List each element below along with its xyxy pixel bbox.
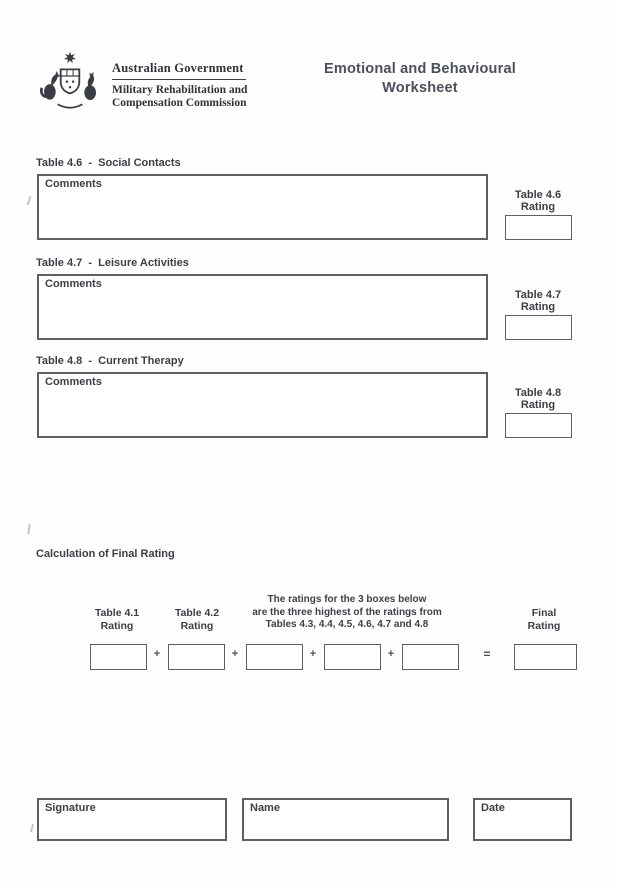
rating-label-line-2: Rating	[520, 398, 556, 411]
plus-sign: +	[387, 648, 395, 660]
addend1-box[interactable]	[90, 644, 147, 670]
signature-input[interactable]	[41, 817, 227, 839]
final-rating-box[interactable]	[514, 644, 577, 670]
section-title: Table 4.8 - Current Therapy	[36, 355, 184, 367]
rating-box[interactable]	[505, 315, 572, 340]
addend1-input[interactable]	[91, 645, 146, 669]
rating-input[interactable]	[506, 316, 571, 339]
label-line-2: Rating	[527, 619, 561, 632]
label-line-1: Table 4.2	[174, 607, 220, 619]
agency-divider	[112, 79, 246, 80]
comments-label: Comments	[45, 376, 102, 388]
equals-sign: =	[483, 647, 491, 661]
emu-icon	[84, 71, 96, 100]
rating-label-line-1: Table 4.7	[514, 289, 562, 301]
rating-input[interactable]	[506, 216, 571, 239]
addend2-box[interactable]	[168, 644, 225, 670]
signature-label: Signature	[45, 802, 96, 814]
calculation-section: Calculation of Final Rating Table 4.1 Ra…	[0, 548, 617, 678]
note-line-2: are the three highest of the ratings fro…	[252, 606, 442, 618]
section-table-4-6: Table 4.6 - Social Contacts Comments Tab…	[0, 157, 617, 247]
rating-label: Table 4.8 Rating	[504, 387, 572, 411]
crest-base-scroll	[57, 103, 83, 109]
table-4-1-rating-label: Table 4.1 Rating	[86, 607, 148, 632]
australian-coat-of-arms-logo	[39, 51, 96, 109]
three-highest-ratings-note: The ratings for the 3 boxes below are th…	[236, 594, 458, 632]
label-line-2: Rating	[100, 619, 134, 632]
final-rating-label: Final Rating	[510, 607, 578, 632]
final-rating-input[interactable]	[515, 645, 576, 669]
rating-box[interactable]	[505, 413, 572, 438]
addend3-box[interactable]	[246, 644, 303, 670]
comments-box[interactable]: Comments	[37, 372, 488, 438]
table-4-2-rating-label: Table 4.2 Rating	[166, 607, 228, 632]
agency-line-2: Military Rehabilitation and	[112, 84, 248, 96]
calculation-heading: Calculation of Final Rating	[36, 548, 175, 560]
comments-label: Comments	[45, 178, 102, 190]
page-title-line-2: Worksheet	[382, 80, 458, 96]
comments-input[interactable]	[41, 193, 488, 240]
comments-label: Comments	[45, 278, 102, 290]
page-title-line-1: Emotional and Behavioural	[324, 61, 516, 77]
signature-row: Signature Name Date	[0, 798, 617, 844]
rating-label-line-2: Rating	[520, 200, 556, 213]
addend2-input[interactable]	[169, 645, 224, 669]
comments-box[interactable]: Comments	[37, 274, 488, 340]
agency-name-block: Australian Government Military Rehabilit…	[112, 61, 247, 110]
name-box[interactable]: Name	[242, 798, 449, 841]
agency-line-1: Australian Government	[112, 61, 244, 75]
comments-input[interactable]	[41, 293, 488, 340]
section-table-4-8: Table 4.8 - Current Therapy Comments Tab…	[0, 355, 617, 445]
label-line-2: Rating	[180, 619, 214, 632]
section-title: Table 4.6 - Social Contacts	[36, 157, 181, 169]
rating-label-line-1: Table 4.6	[514, 189, 562, 201]
scan-artifact	[27, 523, 31, 535]
name-label: Name	[250, 802, 280, 814]
addend3-input[interactable]	[247, 645, 302, 669]
commonwealth-star-icon	[63, 51, 77, 64]
shield-icon	[59, 68, 81, 95]
addend4-box[interactable]	[324, 644, 381, 670]
addend5-input[interactable]	[403, 645, 458, 669]
date-input[interactable]	[477, 817, 572, 839]
rating-input[interactable]	[506, 414, 571, 437]
name-input[interactable]	[246, 817, 449, 839]
date-label: Date	[481, 802, 505, 814]
comments-box[interactable]: Comments	[37, 174, 488, 240]
addend4-input[interactable]	[325, 645, 380, 669]
plus-sign: +	[231, 648, 239, 660]
label-line-1: Table 4.1	[94, 607, 140, 619]
note-line-1: The ratings for the 3 boxes below	[267, 594, 427, 605]
signature-box[interactable]: Signature	[37, 798, 227, 841]
page-title: Emotional and Behavioural Worksheet	[318, 60, 522, 98]
date-box[interactable]: Date	[473, 798, 572, 841]
plus-sign: +	[153, 648, 161, 660]
kangaroo-icon	[39, 70, 61, 100]
agency-line-3: Compensation Commission	[112, 97, 247, 109]
section-table-4-7: Table 4.7 - Leisure Activities Comments …	[0, 257, 617, 347]
rating-label: Table 4.7 Rating	[504, 289, 572, 313]
rating-label-line-2: Rating	[520, 300, 556, 313]
plus-sign: +	[309, 648, 317, 660]
comments-input[interactable]	[41, 391, 488, 438]
addend5-box[interactable]	[402, 644, 459, 670]
note-line-3: Tables 4.3, 4.4, 4.5, 4.6, 4.7 and 4.8	[265, 619, 429, 630]
rating-label-line-1: Table 4.8	[514, 387, 562, 399]
rating-label: Table 4.6 Rating	[504, 189, 572, 213]
rating-box[interactable]	[505, 215, 572, 240]
label-line-1: Final	[531, 607, 557, 619]
section-title: Table 4.7 - Leisure Activities	[36, 257, 189, 269]
